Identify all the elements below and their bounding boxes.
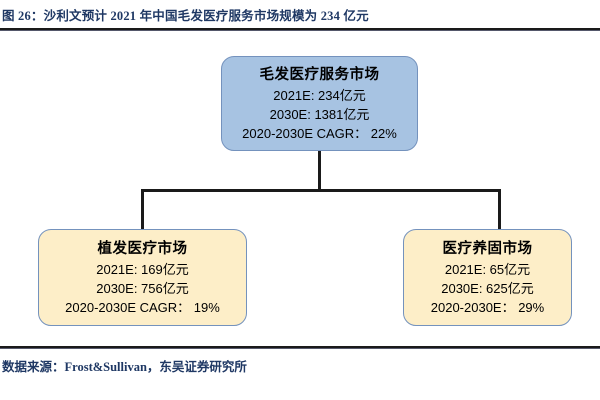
node-line-root-cagr: 2020-2030E CAGR： 22% (242, 125, 397, 141)
footer-divider (0, 346, 600, 349)
connector-horizontal-bar (141, 189, 501, 192)
node-title-root: 毛发医疗服务市场 (259, 66, 380, 83)
node-line-hair-transplant-cagr: 2020-2030E CAGR： 19% (65, 299, 220, 315)
connector-drop-right (498, 189, 501, 229)
node-line-hair-care-2030e: 2030E: 625亿元 (441, 280, 534, 296)
diagram-canvas: 毛发医疗服务市场 2021E: 234亿元 2030E: 1381亿元 2020… (0, 32, 600, 344)
node-line-root-2021e: 2021E: 234亿元 (273, 87, 366, 103)
node-title-hair-transplant: 植发医疗市场 (97, 240, 188, 257)
node-title-hair-care: 医疗养固市场 (442, 240, 533, 257)
node-box-root[interactable]: 毛发医疗服务市场 2021E: 234亿元 2030E: 1381亿元 2020… (221, 56, 418, 151)
page-title: 图 26：沙利文预计 2021 年中国毛发医疗服务市场规模为 234 亿元 (2, 9, 369, 23)
node-box-hair-care[interactable]: 医疗养固市场 2021E: 65亿元 2030E: 625亿元 2020-203… (403, 229, 572, 326)
connector-root-stem (318, 151, 321, 191)
title-divider (0, 28, 600, 31)
source-note: 数据来源：Frost&Sullivan，东吴证券研究所 (2, 360, 247, 374)
node-line-hair-transplant-2021e: 2021E: 169亿元 (96, 261, 189, 277)
node-box-hair-transplant[interactable]: 植发医疗市场 2021E: 169亿元 2030E: 756亿元 2020-20… (38, 229, 247, 326)
node-line-root-2030e: 2030E: 1381亿元 (269, 106, 370, 122)
connector-drop-left (141, 189, 144, 229)
node-line-hair-care-cagr: 2020-2030E： 29% (430, 299, 545, 315)
node-line-hair-transplant-2030e: 2030E: 756亿元 (96, 280, 189, 296)
node-line-hair-care-2021e: 2021E: 65亿元 (444, 261, 531, 277)
